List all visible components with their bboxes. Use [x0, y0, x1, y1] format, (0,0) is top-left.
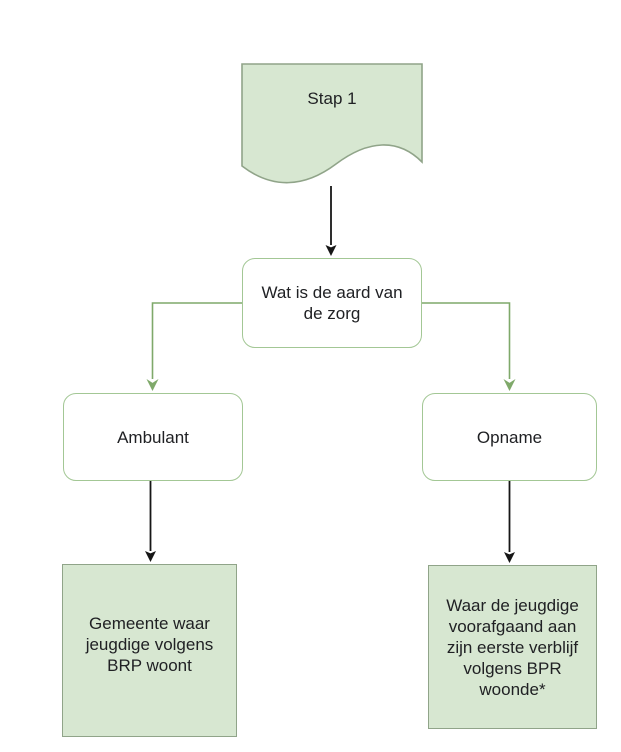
- node-result-left: Gemeente waar jeugdige volgens BRP woont: [62, 564, 237, 737]
- node-ambulant: Ambulant: [63, 393, 243, 481]
- node-decision-label: Wat is de aard van de zorg: [261, 283, 403, 323]
- node-result-left-label: Gemeente waar jeugdige volgens BRP woont: [85, 614, 214, 675]
- node-start-label: Stap 1: [307, 88, 357, 108]
- node-result-right: Waar de jeugdige voorafgaand aan zijn ee…: [428, 565, 597, 729]
- edge-decision-to-opname: [422, 302, 516, 391]
- node-opname: Opname: [422, 393, 597, 481]
- node-opname-label: Opname: [476, 427, 543, 447]
- edge-decision-to-ambulant: [146, 302, 242, 391]
- document-shape-start: [241, 63, 423, 184]
- node-result-right-label: Waar de jeugdige voorafgaand aan zijn ee…: [446, 595, 579, 699]
- node-start: Stap 1: [242, 66, 422, 130]
- node-ambulant-label: Ambulant: [117, 427, 189, 447]
- node-decision: Wat is de aard van de zorg: [242, 258, 422, 348]
